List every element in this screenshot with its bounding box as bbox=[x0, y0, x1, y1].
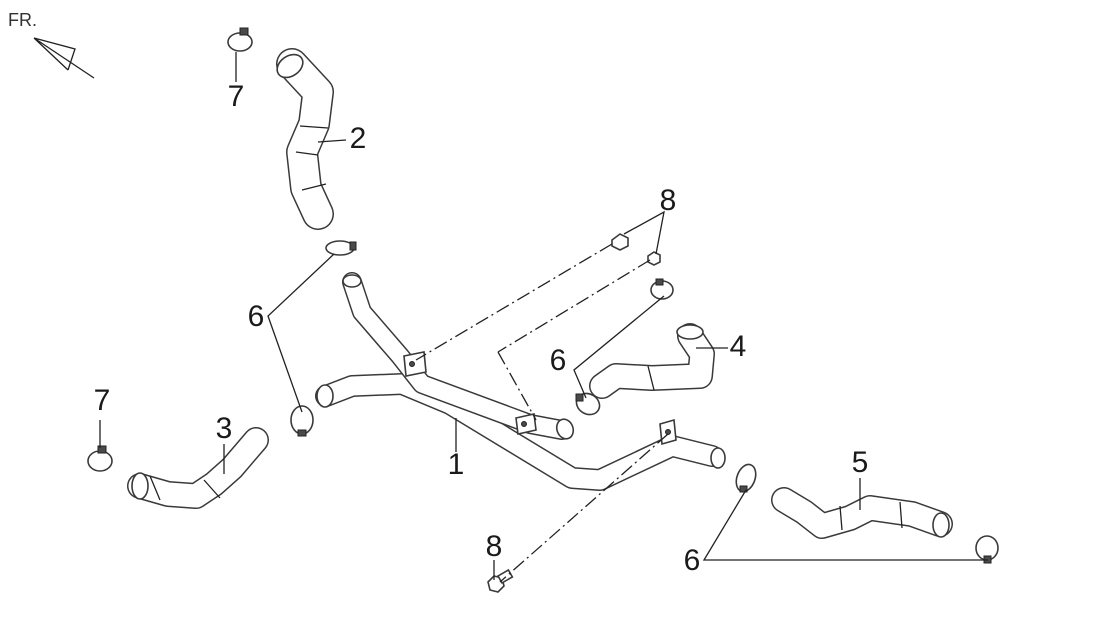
leader-6-center bbox=[573, 295, 665, 399]
callout-8-top: 8 bbox=[660, 184, 677, 217]
upper-hose-part bbox=[276, 48, 334, 230]
leader-2 bbox=[317, 139, 347, 143]
callout-8-bottom: 8 bbox=[486, 530, 503, 563]
centerline-bolt-lower bbox=[499, 433, 669, 583]
bolt-lower bbox=[487, 568, 514, 593]
left-hose-part bbox=[127, 427, 269, 509]
front-direction-indicator: FR. bbox=[8, 10, 95, 79]
front-arrow-icon bbox=[33, 37, 95, 79]
centerline-bolt-upper-1 bbox=[415, 243, 613, 361]
callout-6-right: 6 bbox=[684, 544, 701, 577]
lower-right-hose-part bbox=[771, 487, 953, 539]
pipe-assembly-part bbox=[315, 272, 726, 491]
bolt-upper-1 bbox=[611, 233, 629, 251]
leader-6-right bbox=[702, 489, 988, 561]
small-clamp-top bbox=[227, 27, 253, 52]
callout-2: 2 bbox=[350, 122, 367, 155]
small-clamp-left bbox=[87, 445, 113, 472]
hose-clamp-center bbox=[575, 392, 601, 416]
callout-6-left: 6 bbox=[248, 300, 265, 333]
centerline-bracket bbox=[497, 351, 537, 421]
hose-clamp-mid bbox=[650, 278, 674, 300]
centerline-bolt-upper-2 bbox=[497, 259, 651, 353]
callout-6-center: 6 bbox=[550, 344, 567, 377]
hose-clamp-far-right bbox=[975, 535, 999, 564]
hose-clamp-top bbox=[325, 240, 357, 256]
front-direction-label: FR. bbox=[8, 10, 37, 30]
bolt-upper-2 bbox=[647, 251, 661, 266]
callout-1: 1 bbox=[448, 448, 465, 481]
hose-clamp-right bbox=[735, 463, 757, 493]
callout-5: 5 bbox=[852, 446, 869, 479]
right-hose-part bbox=[589, 323, 715, 399]
callout-7-left: 7 bbox=[94, 384, 111, 417]
callout-7-top: 7 bbox=[228, 80, 245, 113]
leader-8-top bbox=[623, 210, 665, 255]
hose-clamp-left bbox=[290, 405, 314, 437]
leader-6-left bbox=[267, 253, 335, 413]
callout-3: 3 bbox=[216, 412, 233, 445]
callout-4: 4 bbox=[730, 330, 747, 363]
